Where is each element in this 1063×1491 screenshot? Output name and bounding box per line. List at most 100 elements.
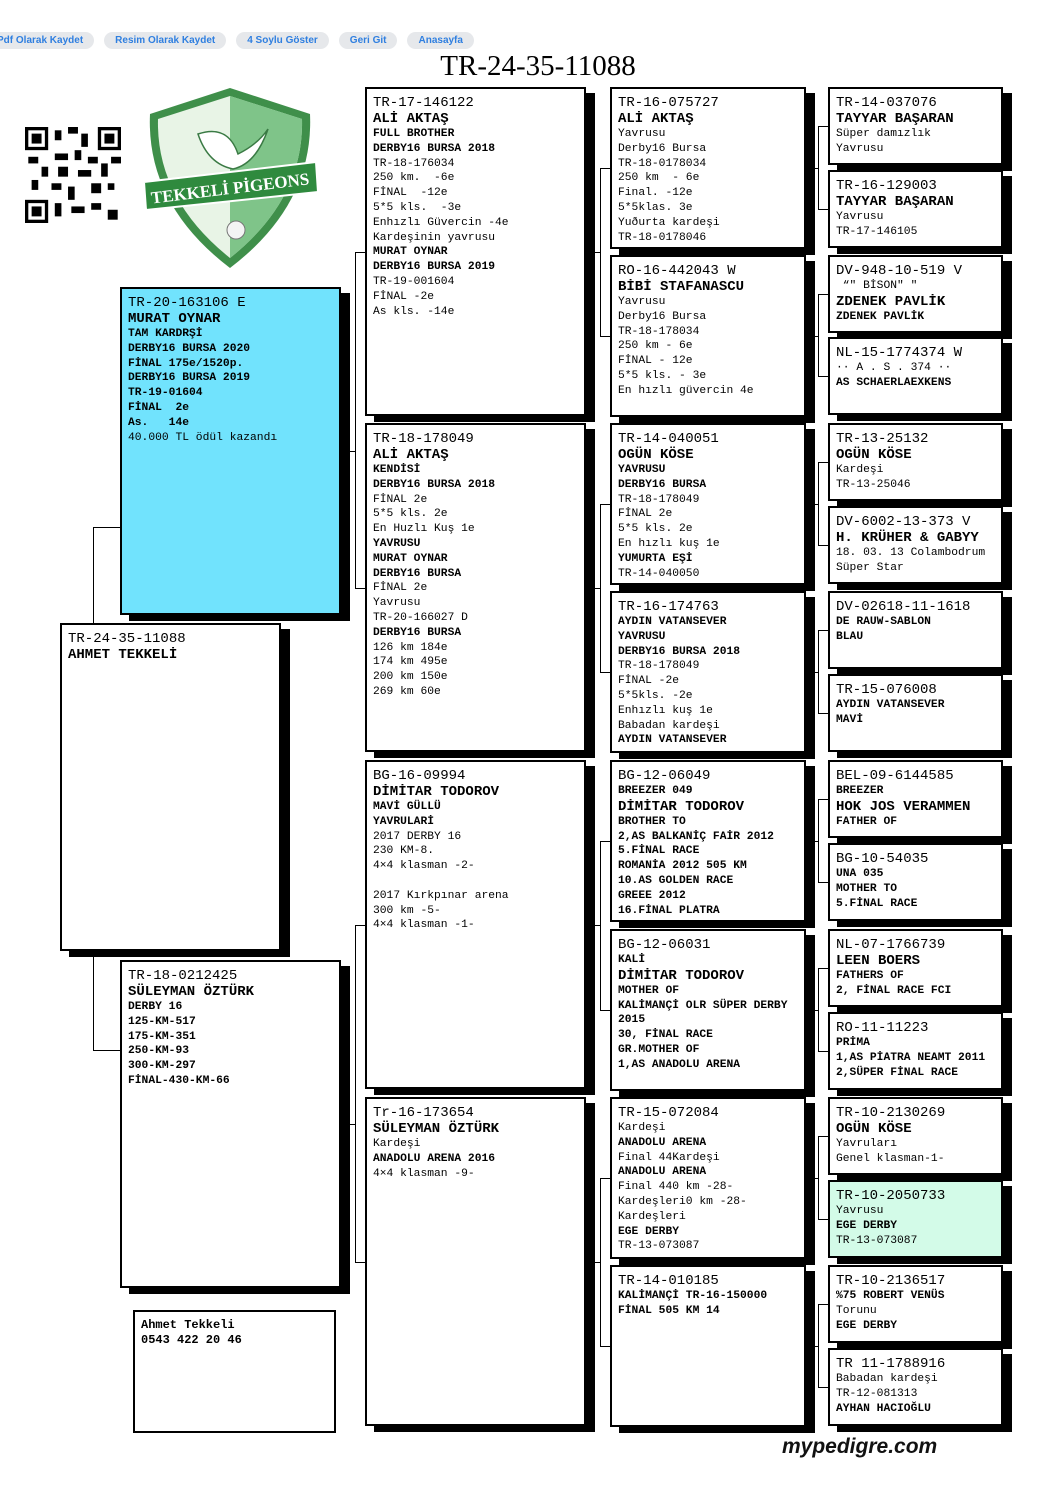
connector-line — [355, 251, 356, 588]
info-line: FİNAL 175e/1520p. — [128, 357, 244, 370]
info-line: MAVİ — [836, 713, 864, 726]
owner-name: ZDENEK PAVLİK — [836, 293, 946, 310]
info-line: 1,AS ANADOLU ARENA — [618, 1058, 741, 1071]
connector-line — [818, 968, 828, 969]
info-line: BREEZER — [836, 785, 884, 797]
info-line: DERBY16 BURSA — [618, 478, 707, 491]
connector-line — [355, 1261, 365, 1263]
connector-line — [355, 924, 356, 1262]
info-line: MOTHER OF — [618, 984, 680, 997]
connector-line — [806, 168, 818, 169]
info-line: 5*5klas. 3e — [618, 201, 693, 214]
info-line: TR-18-178034 — [618, 325, 700, 338]
great-great-grandparent-card[interactable]: NL-15-1774374 W·· A . S . 374 ··AS SCHAE… — [828, 337, 1003, 415]
info-line: 4×4 klasman -9- — [373, 1167, 475, 1180]
info-line: DERBY16 BURSA 2019 — [128, 372, 251, 385]
info-line: TR-17-146105 — [836, 225, 918, 238]
info-line: AYDIN VATANSEVER — [618, 734, 727, 747]
info-line: Süper damızlık — [836, 128, 931, 140]
info-line: 269 km 60e — [373, 685, 441, 698]
info-line: 250 km. -6e — [373, 172, 455, 185]
ring-number: TR-15-076008 — [836, 682, 937, 698]
info-line: FİNAL -2e — [373, 290, 435, 303]
ring-number: TR 11-1788916 — [836, 1356, 946, 1372]
owner-name: TAYYAR BAŞARAN — [836, 194, 954, 210]
info-line: Kardeşi — [836, 464, 884, 476]
info-line: 5*5 kls. -3e — [373, 201, 462, 214]
site-brand[interactable]: mypedigre.com — [782, 1435, 938, 1458]
connector-line — [818, 630, 828, 631]
go-back-button[interactable]: Geri Git — [338, 32, 398, 49]
ring-number: TR-16-129003 — [836, 178, 937, 194]
info-line: TR-18-0178034 — [618, 157, 707, 170]
connector-line — [806, 841, 818, 842]
great-great-grandparent-card[interactable]: DV-948-10-519 V “" BİSON" "ZDENEK PAVLİK… — [828, 255, 1003, 333]
info-line: 230 KM-8. — [373, 845, 435, 858]
info-line: TAM KARDRŞİ — [128, 328, 203, 340]
info-line: 1,AS PİATRA NEAMT 2011 — [836, 1051, 986, 1064]
connector-line — [818, 126, 828, 127]
info-line: TR-13-073087 — [618, 1240, 700, 1253]
info-line: TR-12-081313 — [836, 1387, 918, 1400]
connector-line — [93, 527, 120, 528]
ring-number: TR-10-2136517 — [836, 1273, 946, 1289]
info-line: 175-KM-351 — [128, 1030, 196, 1043]
show-4-generations-button[interactable]: 4 Soylu Göster — [236, 32, 329, 49]
home-button[interactable]: Anasayfa — [407, 32, 474, 49]
info-line: GREEE 2012 — [618, 889, 686, 902]
ring-number: NL-07-1766739 — [836, 937, 946, 953]
info-line: En hızlı güvercin 4e — [618, 384, 754, 397]
info-line: MOTHER TO — [836, 882, 898, 895]
info-line: DERBY 16 — [128, 1001, 183, 1013]
save-pdf-button[interactable]: Pdf Olarak Kaydet — [0, 32, 95, 49]
info-line: “" BİSON" " — [836, 280, 918, 292]
info-line: 4×4 klasman -2- — [373, 860, 475, 873]
ring-number: TR-14-037076 — [836, 95, 937, 111]
info-line: 4×4 klasman -1- — [373, 919, 475, 932]
connector-line — [818, 1051, 828, 1052]
ring-number: RO-16-442043 W — [618, 263, 736, 279]
ring-number: TR-18-178049 — [373, 431, 474, 447]
connector-line — [93, 1050, 120, 1051]
save-image-button[interactable]: Resim Olarak Kaydet — [104, 32, 227, 49]
info-line: Final 44Kardeşi — [618, 1151, 720, 1164]
contact-name: Ahmet Tekkeli — [141, 1318, 235, 1332]
info-line: As kls. -14e — [373, 305, 455, 318]
owner-name: DİMİTAR TODOROV — [618, 967, 745, 984]
info-line: KALİMANÇİ OLR SÜPER DERBY — [618, 999, 788, 1012]
info-line: FİNAL -2e — [618, 675, 680, 688]
info-line: As. 14e — [128, 416, 190, 429]
info-line: 5*5 kls. 2e — [373, 508, 448, 521]
ring-number: TR-15-072084 — [618, 1105, 719, 1121]
info-line: FATHER OF — [836, 815, 898, 828]
